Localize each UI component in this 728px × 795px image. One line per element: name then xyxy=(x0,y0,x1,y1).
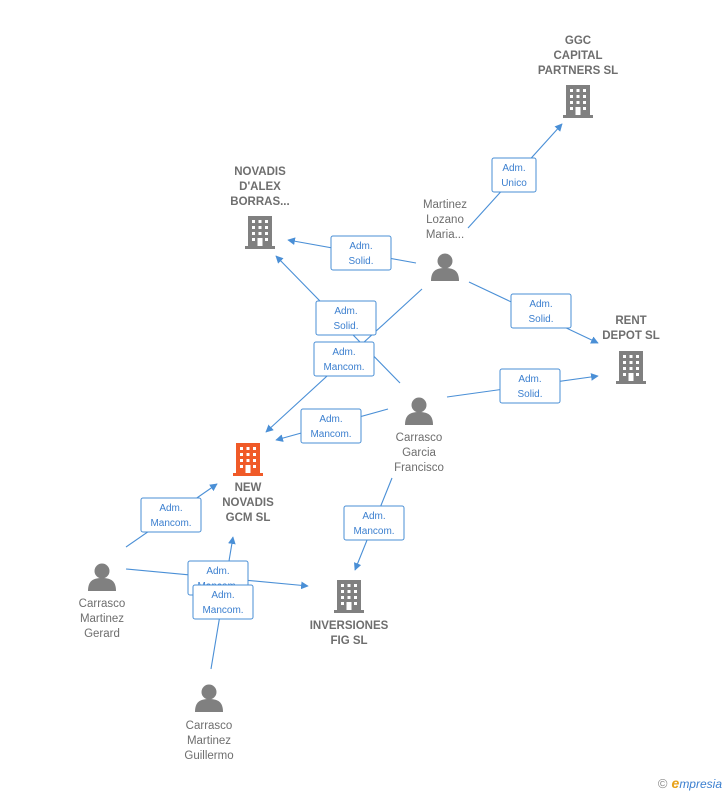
relation-text: Adm. xyxy=(334,306,357,317)
relation-badge-frame xyxy=(300,408,362,444)
label-line: Carrasco xyxy=(396,432,443,444)
building-icon[interactable] xyxy=(233,443,263,476)
relation-badge-martinez_lozano-to-rent_depot[interactable]: Adm. Solid. xyxy=(510,293,572,329)
relation-badge-carrasco_garcia-to-novadis_dalex[interactable]: Adm. Solid. xyxy=(315,300,377,336)
label-line: Maria... xyxy=(426,229,464,241)
relation-badge-frame xyxy=(499,368,561,404)
label-line: Lozano xyxy=(426,214,464,226)
building-icon[interactable] xyxy=(334,580,364,613)
relation-text: Adm. xyxy=(362,511,385,522)
relation-badge-frame xyxy=(330,235,392,271)
label-line: Francisco xyxy=(394,462,444,474)
company-node-inversiones_fig[interactable]: INVERSIONES FIG SL xyxy=(310,580,389,647)
label-line: GCM SL xyxy=(226,512,271,524)
label-line: GGC xyxy=(565,35,591,47)
company-label-inversiones_fig: INVERSIONES FIG SL xyxy=(310,620,389,647)
building-icon[interactable] xyxy=(563,85,593,118)
relation-text: Mancom. xyxy=(353,526,394,537)
label-line: Carrasco xyxy=(186,720,233,732)
relation-labels-layer: Adm.UnicoAdm.Solid.Adm.Solid.Adm.Mancom.… xyxy=(140,157,572,620)
relation-badge-frame xyxy=(343,505,405,541)
company-label-new_novadis: NEW NOVADIS GCM SL xyxy=(222,482,274,524)
label-line: Martinez xyxy=(423,199,467,211)
relation-badge-carrasco_garcia-to-new_novadis[interactable]: Adm. Mancom. xyxy=(300,408,362,444)
label-line: BORRAS... xyxy=(230,196,289,208)
label-line: Garcia xyxy=(402,447,436,459)
company-node-new_novadis[interactable]: NEW NOVADIS GCM SL xyxy=(222,443,274,524)
company-label-rent_depot: RENT DEPOT SL xyxy=(602,315,660,342)
brand-logo: empresia xyxy=(671,775,722,791)
label-line: Guillermo xyxy=(184,750,233,762)
relation-badge-carrasco_gerard-to-new_novadis[interactable]: Adm. Mancom. xyxy=(140,497,202,533)
relation-badge-frame xyxy=(510,293,572,329)
label-line: CAPITAL xyxy=(554,50,603,62)
relation-badge-martinez_lozano-to-novadis_dalex[interactable]: Adm. Solid. xyxy=(330,235,392,271)
label-line: DEPOT SL xyxy=(602,330,660,342)
building-icon[interactable] xyxy=(245,216,275,249)
nodes-layer: GGC CAPITAL PARTNERS SL NOVADIS D'ALEX BORRAS… xyxy=(79,35,660,762)
relation-badge-martinez_lozano-to-new_novadis[interactable]: Adm. Mancom. xyxy=(313,341,375,377)
company-node-ggc[interactable]: GGC CAPITAL PARTNERS SL xyxy=(538,35,618,118)
label-line: Martinez xyxy=(80,613,124,625)
person-icon[interactable] xyxy=(195,684,223,713)
relation-text: Adm. xyxy=(319,414,342,425)
relation-text: Adm. xyxy=(211,590,234,601)
relation-text: Solid. xyxy=(333,321,358,332)
relation-badge-martinez_lozano-to-ggc[interactable]: Adm. Unico xyxy=(491,157,537,193)
relation-text: Solid. xyxy=(528,314,553,325)
relation-text: Mancom. xyxy=(150,518,191,529)
label-line: RENT xyxy=(615,315,646,327)
label-line: PARTNERS SL xyxy=(538,65,618,77)
label-line: Carrasco xyxy=(79,598,126,610)
label-line: Gerard xyxy=(84,628,120,640)
building-icon[interactable] xyxy=(616,351,646,384)
relation-badge-frame xyxy=(491,157,537,193)
relation-text: Unico xyxy=(501,178,527,189)
relation-text: Solid. xyxy=(348,256,373,267)
copyright-symbol: © xyxy=(657,775,668,791)
relation-badge-frame xyxy=(315,300,377,336)
company-node-novadis_dalex[interactable]: NOVADIS D'ALEX BORRAS... xyxy=(230,166,290,249)
relation-text: Adm. xyxy=(518,374,541,385)
relation-badge-frame xyxy=(140,497,202,533)
person-icon[interactable] xyxy=(405,397,433,426)
company-label-novadis_dalex: NOVADIS D'ALEX BORRAS... xyxy=(230,166,289,208)
relation-badge-carrasco_guillermo-to-new_novadis[interactable]: Adm. Mancom. xyxy=(192,584,254,620)
relation-text: Adm. xyxy=(502,163,525,174)
label-line: INVERSIONES xyxy=(310,620,389,632)
relation-text: Adm. xyxy=(529,299,552,310)
relation-badge-carrasco_garcia-to-rent_depot[interactable]: Adm. Solid. xyxy=(499,368,561,404)
label-line: Martinez xyxy=(187,735,231,747)
person-icon[interactable] xyxy=(431,253,459,282)
relation-text: Solid. xyxy=(517,389,542,400)
relation-badge-frame xyxy=(313,341,375,377)
relation-badge-carrasco_garcia-to-inversiones_fig[interactable]: Adm. Mancom. xyxy=(343,505,405,541)
relation-text: Adm. xyxy=(206,566,229,577)
label-line: NOVADIS xyxy=(222,497,274,509)
relation-text: Adm. xyxy=(159,503,182,514)
relation-text: Adm. xyxy=(349,241,372,252)
company-node-rent_depot[interactable]: RENT DEPOT SL xyxy=(602,315,660,384)
company-label-ggc: GGC CAPITAL PARTNERS SL xyxy=(538,35,618,77)
relation-badge-frame xyxy=(192,584,254,620)
label-line: NEW xyxy=(235,482,262,494)
relation-text: Mancom. xyxy=(310,429,351,440)
relation-text: Mancom. xyxy=(323,362,364,373)
label-line: FIG SL xyxy=(330,635,367,647)
relation-text: Mancom. xyxy=(202,605,243,616)
relation-text: Adm. xyxy=(332,347,355,358)
label-line: NOVADIS xyxy=(234,166,286,178)
footer-brand: © empresia xyxy=(658,775,722,791)
label-line: D'ALEX xyxy=(239,181,281,193)
person-icon[interactable] xyxy=(88,563,116,592)
